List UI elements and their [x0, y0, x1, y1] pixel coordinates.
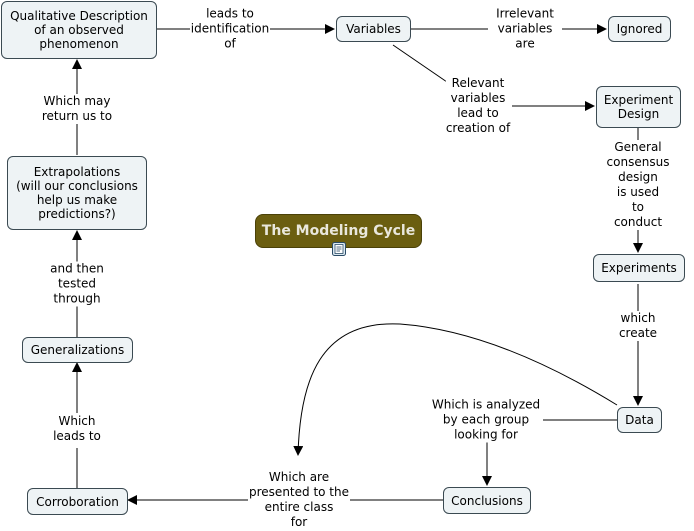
link-label-leads-to: leads to identification of [190, 6, 270, 52]
link-label-which-leads: Which leads to [53, 414, 101, 444]
node-qualitative-description[interactable]: Qualitative Description of an observed p… [1, 1, 157, 59]
link-data-curve [293, 323, 618, 456]
node-variables[interactable]: Variables [336, 16, 411, 42]
node-ignored[interactable]: Ignored [608, 16, 671, 42]
node-experiment-design[interactable]: Experiment Design [596, 86, 681, 128]
node-extrapolations[interactable]: Extrapolations (will our conclusions hel… [7, 156, 147, 230]
node-data[interactable]: Data [617, 407, 662, 433]
link-label-which-may: Which may return us to [41, 94, 113, 124]
node-generalizations[interactable]: Generalizations [22, 337, 133, 363]
link-label-which-create: which create [618, 311, 658, 341]
link-label-analyzed: Which is analyzed by each group looking … [431, 397, 541, 443]
link-label-relevant: Relevant variables lead to creation of [445, 76, 511, 136]
document-icon[interactable] [332, 242, 346, 256]
link-label-presented: Which are presented to the entire class … [249, 470, 349, 530]
node-experiments[interactable]: Experiments [593, 254, 685, 282]
link-variables-to-relevant [392, 44, 448, 83]
link-label-and-then: and then tested through [50, 261, 104, 307]
node-conclusions[interactable]: Conclusions [443, 487, 531, 514]
node-corroboration[interactable]: Corroboration [27, 488, 128, 515]
link-label-consensus: General consensus design is used to cond… [606, 140, 670, 230]
link-label-irrelevant: Irrelevant variables are [496, 6, 554, 52]
